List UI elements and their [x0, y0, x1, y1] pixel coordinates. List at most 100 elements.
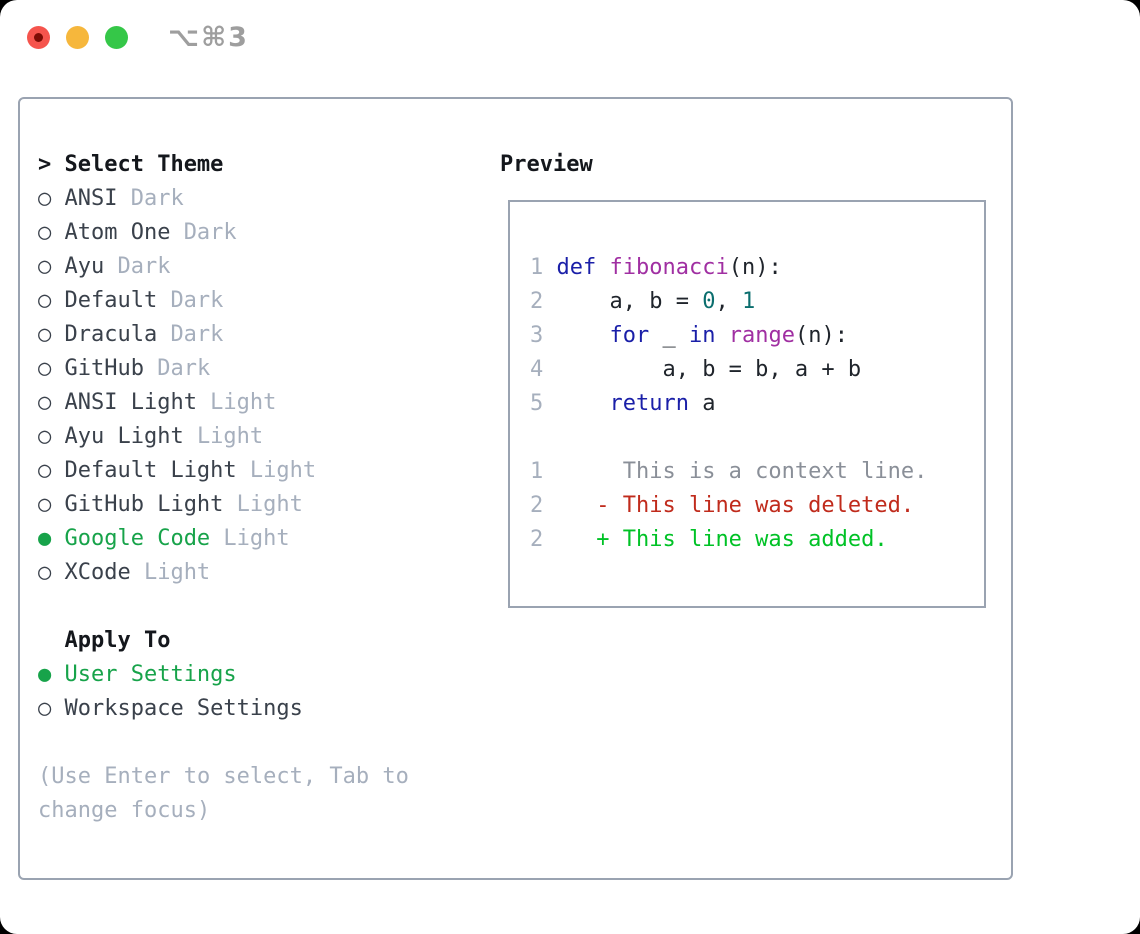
theme-option-ansi-dark[interactable]: ○ ANSI Dark: [38, 182, 478, 216]
diff-line: 1 This is a context line.: [530, 455, 984, 489]
theme-option-github-light[interactable]: ○ GitHub Light Light: [38, 488, 478, 522]
minimize-button[interactable]: [66, 26, 89, 49]
code-line: 4 a, b = b, a + b: [530, 353, 984, 387]
apply-to-header: Apply To: [64, 628, 171, 653]
line-number: 5: [530, 391, 544, 416]
theme-variant-tag: Dark: [183, 220, 237, 245]
select-theme-header: > Select Theme: [38, 148, 478, 182]
theme-option-ayu-dark[interactable]: ○ Ayu Dark: [38, 250, 478, 284]
code-token-plain: (n):: [728, 255, 782, 280]
close-button-dot: [34, 33, 43, 42]
theme-option-label: GitHub Light: [64, 492, 224, 517]
theme-option-default-light[interactable]: ○ Default Light Light: [38, 454, 478, 488]
code-token-plain: [715, 323, 728, 348]
radio-icon: ○: [38, 186, 52, 211]
theme-option-label: ANSI Light: [64, 390, 197, 415]
radio-selected-icon: ●: [38, 526, 52, 551]
line-number: 1: [530, 255, 544, 280]
theme-option-atom-one-dark[interactable]: ○ Atom One Dark: [38, 216, 478, 250]
code-line: 2 a, b = 0, 1: [530, 285, 984, 319]
close-button[interactable]: [27, 26, 50, 49]
code-token-plain: a, b =: [543, 289, 703, 314]
code-token-plain: [543, 323, 609, 348]
apply-to-list: ● User Settings ○ Workspace Settings: [38, 658, 478, 726]
theme-option-label: XCode: [64, 560, 131, 585]
line-number: 4: [530, 357, 544, 382]
apply-option-label: Workspace Settings: [64, 696, 303, 721]
code-token-plain: a: [688, 391, 716, 416]
focus-caret-icon: >: [38, 152, 52, 177]
radio-icon: ○: [38, 424, 52, 449]
theme-option-default-dark[interactable]: ○ Default Dark: [38, 284, 478, 318]
radio-icon: ○: [38, 288, 52, 313]
theme-option-label: Default: [64, 288, 158, 313]
line-number: 2: [530, 289, 544, 314]
radio-icon: ○: [38, 696, 52, 721]
theme-variant-tag: Dark: [170, 322, 224, 347]
apply-option-label: User Settings: [64, 662, 237, 687]
theme-option-label: Ayu Light: [64, 424, 184, 449]
apply-option-user-settings[interactable]: ● User Settings: [38, 658, 478, 692]
radio-icon: ○: [38, 458, 52, 483]
theme-variant-tag: Dark: [170, 288, 224, 313]
apply-option-workspace-settings[interactable]: ○ Workspace Settings: [38, 692, 478, 726]
radio-icon: ○: [38, 254, 52, 279]
code-token-ctx: [543, 493, 596, 518]
code-token-kw: def: [556, 255, 597, 280]
keyboard-hint-line-1: (Use Enter to select, Tab to: [38, 764, 409, 789]
theme-variant-tag: Light: [236, 492, 303, 517]
theme-variant-tag: Light: [223, 526, 290, 551]
theme-variant-tag: Dark: [117, 254, 171, 279]
radio-icon: ○: [38, 220, 52, 245]
code-line: 1 def fibonacci(n):: [530, 251, 984, 285]
gap: [38, 726, 478, 760]
code-token-del: - This line was deleted.: [596, 493, 915, 518]
code-token-plain: a, b = b, a + b: [543, 357, 862, 382]
radio-icon: ○: [38, 560, 52, 585]
theme-option-xcode[interactable]: ○ XCode Light: [38, 556, 478, 590]
theme-option-label: Google Code: [64, 526, 211, 551]
code-token-ctx: This is a context line.: [543, 459, 928, 484]
line-number: 2: [530, 493, 544, 518]
select-theme-header-label: Select Theme: [64, 152, 224, 177]
gap: [38, 590, 478, 624]
keyboard-hint-line-2: change focus): [38, 798, 211, 823]
code-token-kw: return: [609, 391, 689, 416]
theme-option-ayu-light[interactable]: ○ Ayu Light Light: [38, 420, 478, 454]
theme-variant-tag: Dark: [157, 356, 211, 381]
theme-option-google-code[interactable]: ● Google Code Light: [38, 522, 478, 556]
theme-option-label: Default Light: [64, 458, 237, 483]
theme-option-label: Atom One: [64, 220, 171, 245]
code-token-plain: (n):: [794, 323, 848, 348]
code-token-plain: _: [649, 323, 689, 348]
diff-line: 2 + This line was added.: [530, 523, 984, 557]
theme-variant-tag: Light: [196, 424, 264, 449]
theme-variant-tag: Light: [249, 458, 317, 483]
code-line: 3 for _ in range(n):: [530, 319, 984, 353]
line-number: 1: [530, 459, 544, 484]
code-token-plain: [543, 255, 556, 280]
maximize-button[interactable]: [105, 26, 128, 49]
diff-preview-block: 1 This is a context line. 2 - This line w…: [530, 455, 984, 557]
code-token-kw: in: [688, 323, 716, 348]
code-token-add: + This line was added.: [596, 527, 888, 552]
theme-option-label: Ayu: [64, 254, 105, 279]
code-token-fn: range: [728, 323, 795, 348]
code-token-fn: fibonacci: [609, 255, 729, 280]
theme-variant-tag: Light: [143, 560, 211, 585]
window-title: ⌥⌘3: [168, 22, 249, 53]
theme-option-label: ANSI: [64, 186, 118, 211]
preview-header: Preview: [500, 152, 593, 177]
radio-icon: ○: [38, 390, 52, 415]
theme-option-label: Dracula: [64, 322, 158, 347]
code-token-lit: 0: [702, 289, 716, 314]
theme-variant-tag: Dark: [130, 186, 184, 211]
radio-icon: ○: [38, 492, 52, 517]
radio-selected-icon: ●: [38, 662, 52, 687]
